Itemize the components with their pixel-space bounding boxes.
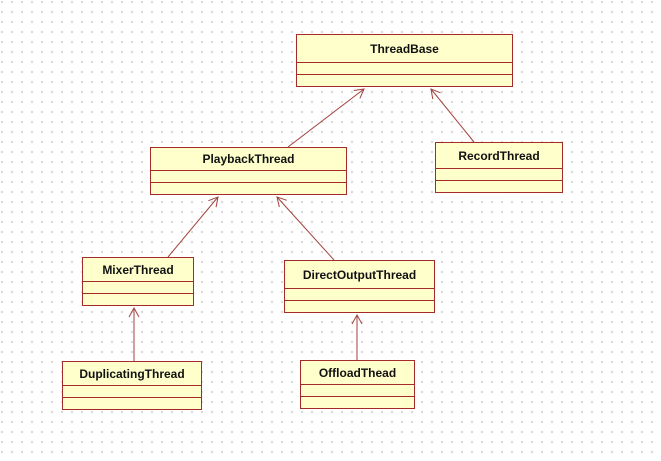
operations-compartment [301,396,414,408]
class-name-label-duplicatingthread: DuplicatingThread [79,366,185,381]
inheritance-arrow-playbackthread-to-threadbase[interactable] [287,88,365,148]
operations-compartment [285,300,434,312]
class-name-label-threadbase: ThreadBase [370,41,439,56]
inheritance-arrow-mixerthread-to-playbackthread[interactable] [167,196,219,258]
class-node-recordthread[interactable]: RecordThread [435,142,563,193]
operations-compartment [297,74,512,86]
attributes-compartment [83,281,193,293]
operations-compartment [151,182,346,194]
class-name-label-offloadthead: OffloadThead [318,365,397,380]
inheritance-arrow-directoutputthread-to-playbackthread[interactable] [276,196,335,261]
class-node-directoutputthread[interactable]: DirectOutputThread [284,260,435,313]
attributes-compartment [436,168,562,180]
operations-compartment [63,397,201,409]
attributes-compartment [297,62,512,74]
attributes-compartment [151,170,346,182]
class-node-threadbase[interactable]: ThreadBase [296,34,513,87]
attributes-compartment [63,385,201,397]
class-node-duplicatingthread[interactable]: DuplicatingThread [62,361,202,410]
class-name-label-directoutputthread: DirectOutputThread [302,267,417,282]
attributes-compartment [301,384,414,396]
attributes-compartment [285,288,434,300]
class-node-offloadthead[interactable]: OffloadThead [300,360,415,409]
class-name-label-playbackthread: PlaybackThread [202,152,295,166]
class-name-label-mixerthread: MixerThread [102,262,174,277]
class-node-playbackthread[interactable]: PlaybackThread [150,147,347,195]
class-name-label-recordthread: RecordThread [458,148,540,163]
inheritance-arrow-recordthread-to-threadbase[interactable] [430,88,475,143]
operations-compartment [436,180,562,192]
class-node-mixerthread[interactable]: MixerThread [82,257,194,306]
operations-compartment [83,293,193,305]
